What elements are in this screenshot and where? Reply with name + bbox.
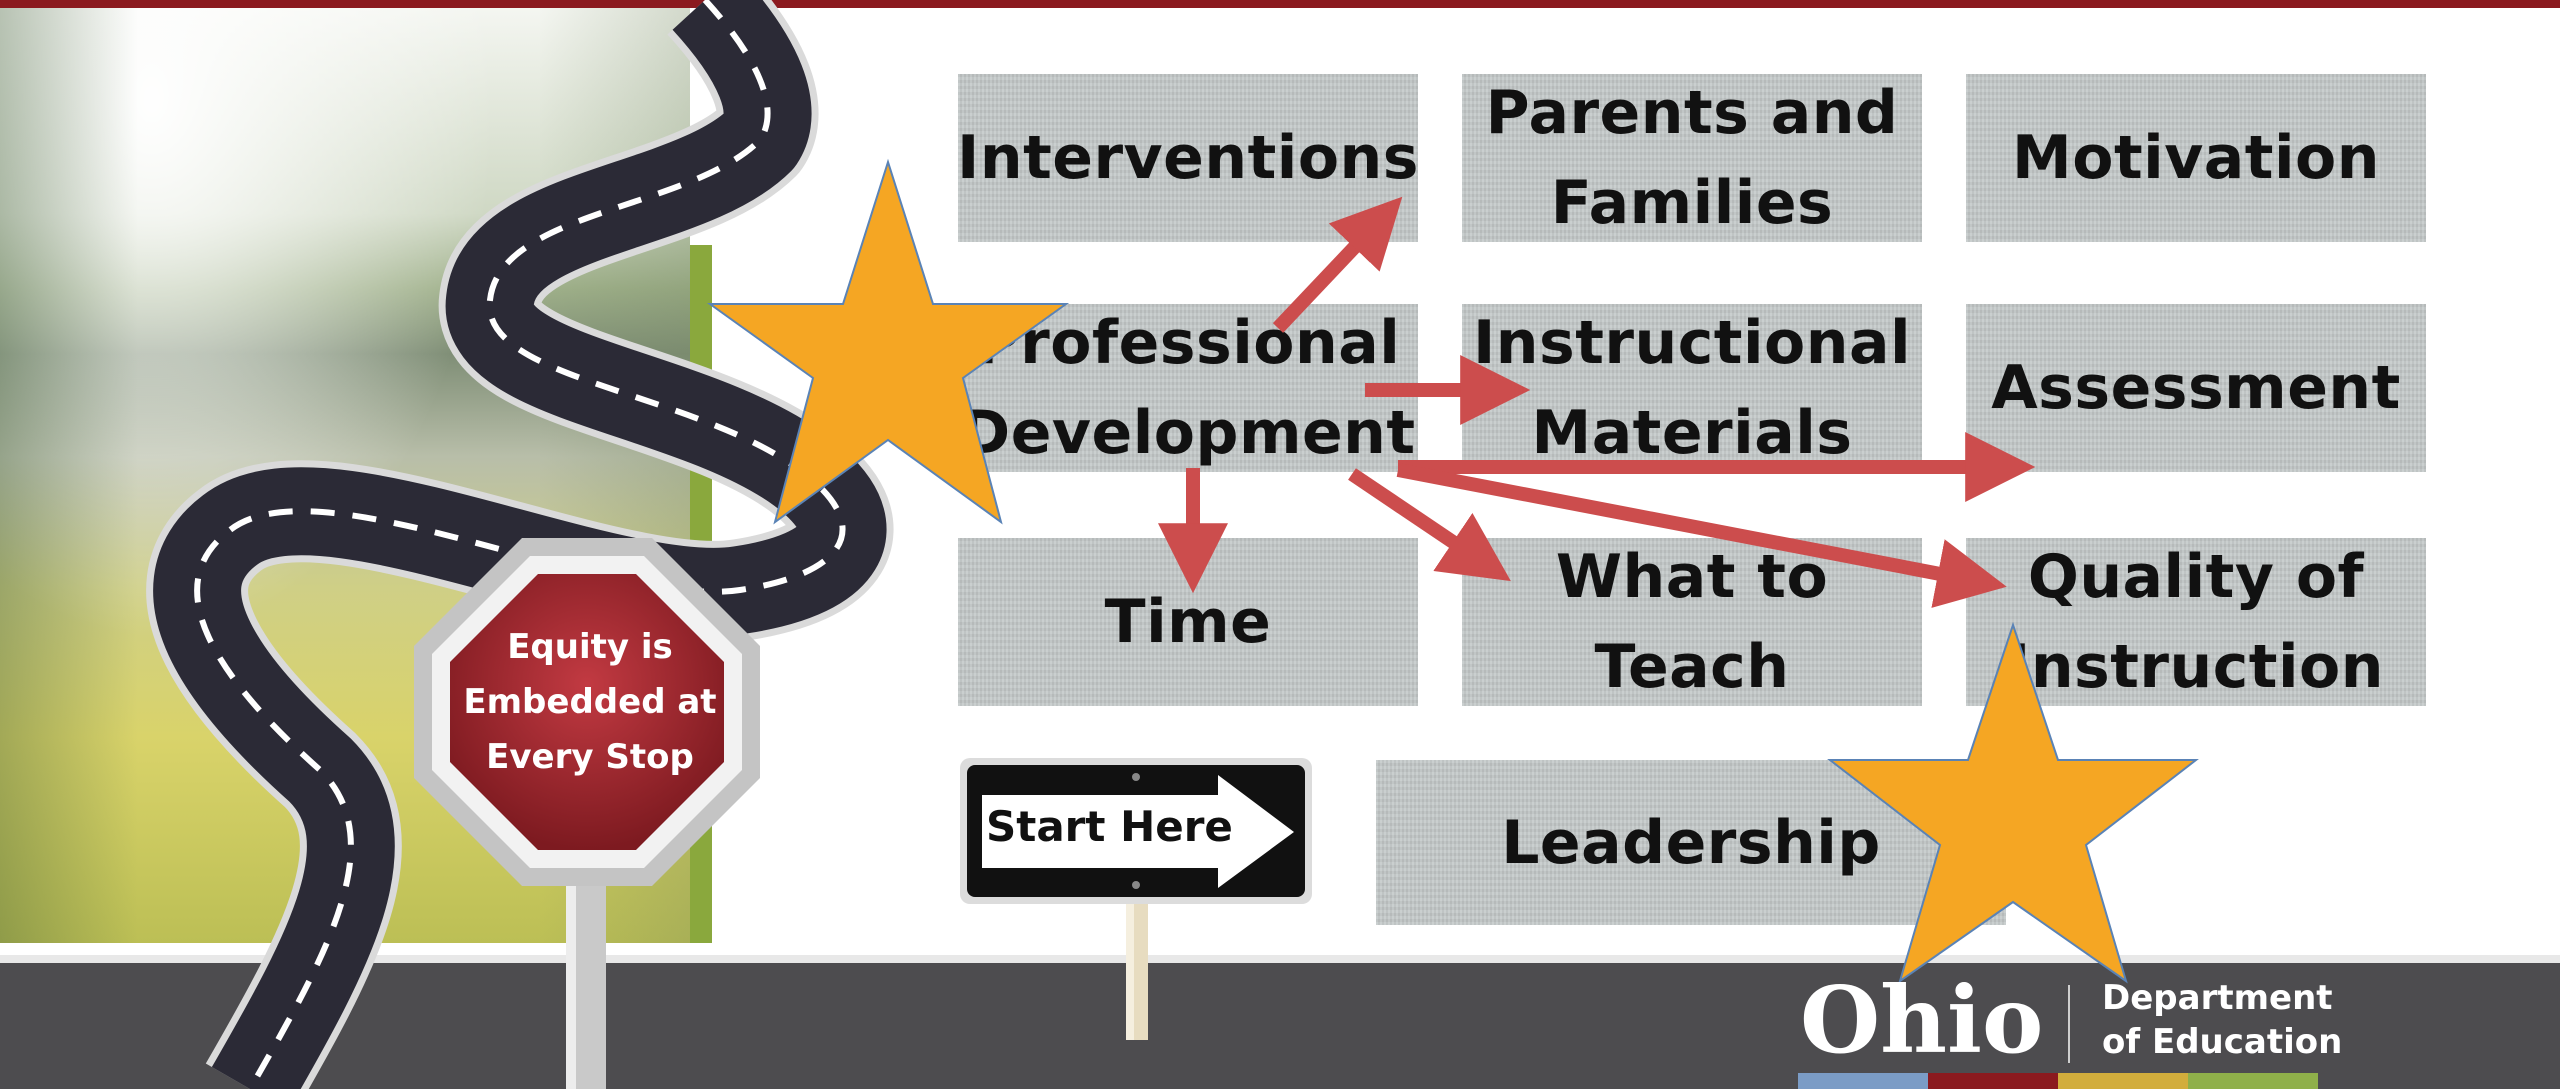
tile-motivation: Motivation [1966, 74, 2426, 242]
tile-time: Time [958, 538, 1418, 706]
tile-assessment: Assessment [1966, 304, 2426, 472]
tile-label: Leadership [1501, 807, 1881, 878]
logo-stripe-blue [1798, 1073, 1928, 1089]
logo-stripe-green [2188, 1073, 2318, 1089]
tile-label: What to Teach [1555, 542, 1829, 702]
top-accent-bar [0, 0, 2560, 8]
tile-what-to-teach: What to Teach [1462, 538, 1922, 706]
tile-label-line-1: Quality of [2027, 542, 2365, 612]
ohio-logo-department: Department of Education [2102, 976, 2342, 1064]
tile-label: Assessment [1991, 353, 2401, 423]
logo-stripe-red [1928, 1073, 2058, 1089]
logo-stripe-gold [2058, 1073, 2188, 1089]
tile-label-line-1: Parents and [1485, 78, 1899, 148]
logo-line-2: of Education [2102, 1022, 2343, 1062]
tile-label-line-2: Materials [1531, 398, 1853, 468]
tile-label-line-2: Development [960, 398, 1416, 468]
tile-label-line-2: Families [1550, 168, 1834, 238]
tile-label: Time [1104, 587, 1272, 657]
start-here-label: Start Here [986, 802, 1233, 851]
tile-label-line-2: Instruction [2008, 632, 2384, 702]
tile-label: Interventions [957, 123, 1419, 193]
tile-quality-of-instruction: Quality of Instruction [1966, 538, 2426, 706]
road-photo-background [0, 8, 690, 943]
tile-label-line-1: Professional [975, 308, 1401, 378]
tile-label: Motivation [2012, 123, 2380, 193]
tile-interventions: Interventions [957, 74, 1419, 242]
tile-leadership: Leadership [1376, 760, 2006, 925]
green-accent-strip [690, 245, 712, 943]
tile-label-line-1: Instructional [1472, 308, 1912, 378]
stop-sign-line-1: Equity is [507, 627, 673, 667]
ohio-logo-wordmark: Ohio [1800, 966, 2044, 1074]
stop-sign-text: Equity is Embedded at Every Stop [430, 620, 750, 785]
logo-divider [2068, 985, 2070, 1063]
stop-sign-line-3: Every Stop [486, 737, 694, 777]
stop-sign-line-2: Embedded at [463, 682, 717, 722]
logo-line-1: Department [2102, 978, 2333, 1018]
footer-divider [0, 955, 2560, 963]
